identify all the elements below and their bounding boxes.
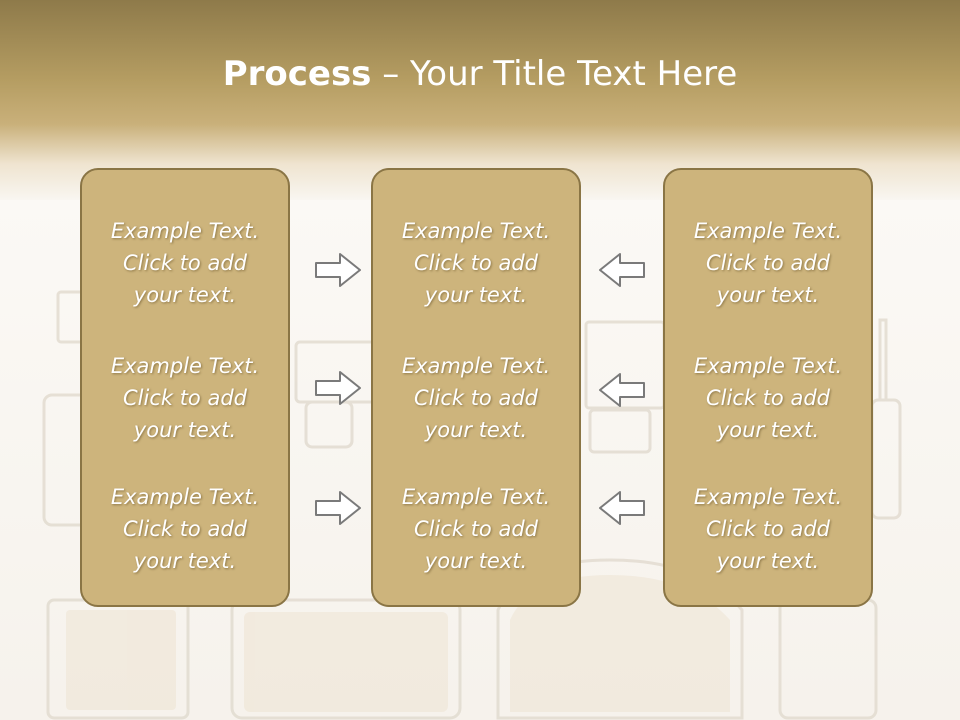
slide-title[interactable]: Process – Your Title Text Here — [0, 52, 960, 96]
right-arrow-icon — [315, 253, 361, 287]
text-block[interactable]: Example Text. Click to add your text. — [693, 219, 843, 307]
left-arrow-icon — [599, 491, 645, 525]
right-panel[interactable]: Example Text. Click to add your text. Ex… — [663, 168, 873, 607]
text-block[interactable]: Example Text. Click to add your text. — [401, 485, 551, 573]
left-arrow-icon — [599, 373, 645, 407]
center-panel[interactable]: Example Text. Click to add your text. Ex… — [371, 168, 581, 607]
title-bold: Process — [222, 54, 372, 94]
text-block[interactable]: Example Text. Click to add your text. — [693, 354, 843, 442]
left-arrow-icon — [599, 253, 645, 287]
text-block[interactable]: Example Text. Click to add your text. — [401, 354, 551, 442]
text-block[interactable]: Example Text. Click to add your text. — [401, 219, 551, 307]
text-block[interactable]: Example Text. Click to add your text. — [693, 485, 843, 573]
text-block[interactable]: Example Text. Click to add your text. — [110, 354, 260, 442]
text-block[interactable]: Example Text. Click to add your text. — [110, 219, 260, 307]
right-arrow-icon — [315, 491, 361, 525]
text-block[interactable]: Example Text. Click to add your text. — [110, 485, 260, 573]
header-band — [0, 0, 960, 200]
title-rest: – Your Title Text Here — [371, 54, 738, 94]
left-panel[interactable]: Example Text. Click to add your text. Ex… — [80, 168, 290, 607]
right-arrow-icon — [315, 371, 361, 405]
